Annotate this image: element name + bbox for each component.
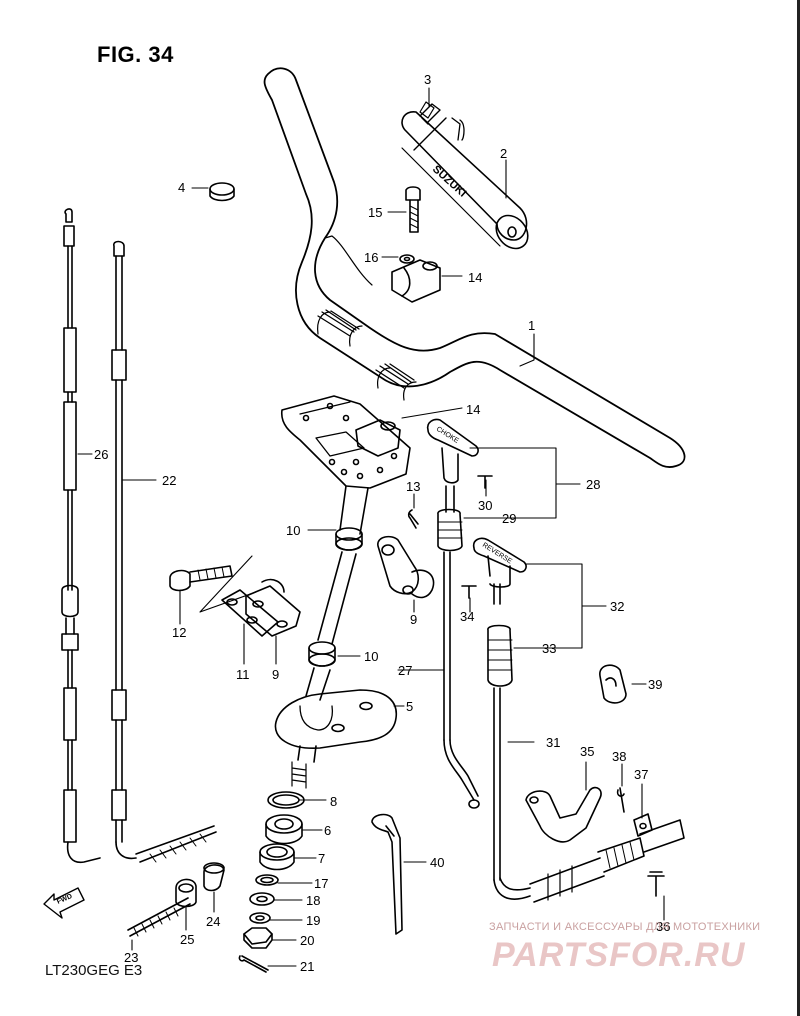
callout-15: 15 <box>368 205 383 220</box>
handlebar-pad <box>401 103 529 250</box>
spring-23 <box>127 897 191 937</box>
choke-lever-text: CHOKE <box>435 426 460 445</box>
callout-30: 30 <box>478 498 493 513</box>
callout-6: 6 <box>324 823 332 838</box>
bracket-11 <box>221 589 279 637</box>
reverse-lever <box>472 537 527 605</box>
callout-31: 31 <box>546 735 561 750</box>
callout-33: 33 <box>542 641 557 656</box>
clip-39 <box>599 664 627 704</box>
steering-lower-plate <box>274 689 398 789</box>
fwd-arrow-text: FWD <box>56 893 73 906</box>
callout-20: 20 <box>300 933 315 948</box>
callout-27: 27 <box>398 663 413 678</box>
callout-9-left: 9 <box>272 667 280 682</box>
callout-22: 22 <box>162 473 177 488</box>
watermark-subtitle: ЗАПЧАСТИ И АКСЕССУАРЫ ДЛЯ МОТОТЕХНИКИ <box>489 921 761 933</box>
leader-lines <box>77 87 665 967</box>
oring-8 <box>267 791 305 809</box>
clamp-9-left <box>245 578 301 637</box>
callout-2: 2 <box>500 146 508 161</box>
callout-13: 13 <box>406 479 421 494</box>
bolt-36 <box>647 871 665 897</box>
callout-10-lower: 10 <box>364 649 379 664</box>
seal-6 <box>265 814 303 845</box>
callout-12: 12 <box>172 625 187 640</box>
handlebar <box>263 67 686 468</box>
callout-39: 39 <box>648 677 663 692</box>
joint-25 <box>175 878 197 908</box>
bearing-7 <box>259 843 295 871</box>
callout-7: 7 <box>318 851 326 866</box>
callout-28: 28 <box>586 477 601 492</box>
bolt-12 <box>169 565 233 592</box>
callout-36: 36 <box>656 919 671 934</box>
callout-5: 5 <box>406 699 414 714</box>
bracket-35 <box>525 786 602 843</box>
reverse-cable <box>487 624 685 903</box>
callout-4: 4 <box>178 180 186 195</box>
callout-21: 21 <box>300 959 315 974</box>
cable-22 <box>111 240 217 863</box>
callout-23: 23 <box>124 950 139 965</box>
clamp-9-right <box>377 535 435 599</box>
callout-29: 29 <box>502 511 517 526</box>
cotter-21 <box>238 955 269 973</box>
choke-cable <box>437 485 480 809</box>
choke-lever <box>426 418 479 484</box>
callout-37: 37 <box>634 767 649 782</box>
screw-30 <box>477 475 493 489</box>
callout-11: 11 <box>236 667 250 682</box>
callout-17: 17 <box>314 876 329 891</box>
callout-24: 24 <box>206 914 221 929</box>
callout-16: 16 <box>364 250 379 265</box>
callout-38: 38 <box>612 749 627 764</box>
screw-34 <box>461 585 477 599</box>
explode-lines-9 <box>199 555 257 613</box>
cotter-13 <box>407 509 419 529</box>
clamp-upper <box>391 259 441 303</box>
washer-18 <box>249 892 275 906</box>
fwd-arrow-icon <box>43 887 85 919</box>
bolt-15 <box>405 186 421 233</box>
callout-25: 25 <box>180 932 195 947</box>
callout-19: 19 <box>306 913 321 928</box>
pin-24 <box>203 862 225 892</box>
washer-17 <box>255 874 279 886</box>
washer-16 <box>399 254 415 264</box>
callout-3: 3 <box>424 72 432 87</box>
callout-34: 34 <box>460 609 475 624</box>
callout-35: 35 <box>580 744 595 759</box>
cap <box>209 182 235 202</box>
callout-14-lower: 14 <box>466 402 481 417</box>
figure-title: FIG. 34 <box>97 42 174 67</box>
pin-38 <box>616 787 625 813</box>
strap-40 <box>371 813 403 935</box>
page-edge <box>797 0 800 1016</box>
model-code: LT230GEG E3 <box>45 962 143 979</box>
callout-40: 40 <box>430 855 445 870</box>
clevis-37 <box>633 813 653 837</box>
callout-32: 32 <box>610 599 625 614</box>
callout-10-upper: 10 <box>286 523 301 538</box>
callout-9-right: 9 <box>410 612 418 627</box>
callout-26: 26 <box>94 447 109 462</box>
nut-20 <box>243 927 273 949</box>
callout-14-upper: 14 <box>468 270 483 285</box>
watermark-logo: PARTSFOR.RU <box>492 936 746 974</box>
washer-19 <box>249 912 271 924</box>
cable-26 <box>61 208 101 864</box>
steering-plate <box>280 395 411 489</box>
steering-shaft <box>305 485 369 701</box>
callout-8: 8 <box>330 794 338 809</box>
callout-18: 18 <box>306 893 321 908</box>
callout-1: 1 <box>528 318 536 333</box>
strap-lines <box>419 101 435 119</box>
